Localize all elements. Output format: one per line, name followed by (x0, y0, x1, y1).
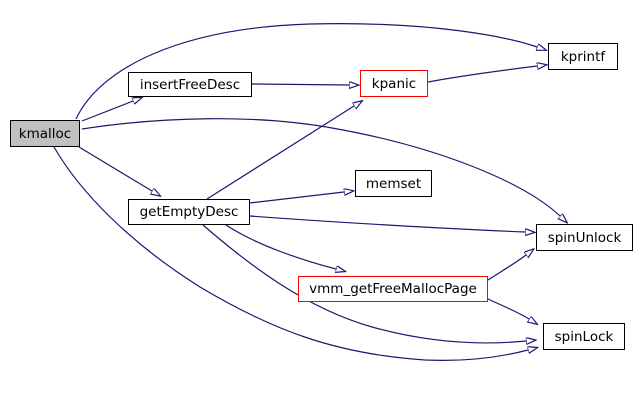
edge-kmalloc-kprintf (75, 23, 537, 120)
node-spinLock[interactable]: spinLock (543, 323, 625, 350)
edge-getEmptyDesc-spinLock (202, 224, 526, 343)
node-kmalloc: kmalloc (10, 120, 80, 147)
edge-kmalloc-spinUnlock (81, 118, 560, 216)
node-insertFreeDesc[interactable]: insertFreeDesc (128, 72, 252, 97)
node-vmm_getFreeMallocPage[interactable]: vmm_getFreeMallocPage (298, 276, 488, 302)
node-memset[interactable]: memset (355, 170, 432, 197)
edge-getEmptyDesc-spinUnlock (249, 215, 525, 232)
edge-getEmptyDesc-kpanic (206, 106, 354, 200)
edge-vmm_getFreeMallocPage-spinLock (487, 298, 529, 319)
edge-vmm_getFreeMallocPage-spinUnlock (487, 255, 526, 281)
edge-getEmptyDesc-vmm_getFreeMallocPage (225, 224, 336, 269)
node-spinUnlock[interactable]: spinUnlock (536, 224, 633, 251)
edge-insertFreeDesc-kpanic (251, 84, 349, 85)
edge-kmalloc-getEmptyDesc (78, 146, 152, 191)
node-getEmptyDesc[interactable]: getEmptyDesc (128, 199, 250, 225)
edge-kmalloc-spinLock (53, 146, 528, 361)
node-kprintf[interactable]: kprintf (548, 43, 618, 70)
node-kpanic[interactable]: kpanic (360, 70, 428, 97)
edge-getEmptyDesc-memset (249, 192, 344, 204)
edge-kmalloc-insertFreeDesc (81, 101, 133, 122)
edge-kpanic-kprintf (427, 66, 537, 83)
